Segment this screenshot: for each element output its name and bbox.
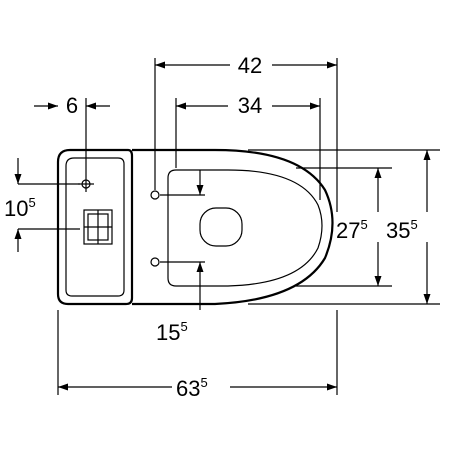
flush-button-icon [83, 209, 113, 245]
tank-hole-marker [78, 176, 94, 192]
dim-label-15-5: 155 [156, 319, 188, 345]
toilet-outline [56, 148, 334, 306]
seat-outline [167, 169, 323, 287]
tank-outline [56, 148, 134, 306]
dim-label-10-5: 105 [4, 195, 36, 221]
dim-label-42: 42 [238, 53, 262, 78]
dim-label-63-5: 635 [176, 375, 208, 401]
mounting-hole-top [150, 190, 160, 200]
bowl-opening [199, 207, 243, 247]
dimension-labels: 42 34 6 105 275 355 155 635 [4, 52, 446, 401]
dim-label-27-5: 275 [336, 217, 368, 243]
dim-label-6: 6 [66, 93, 78, 118]
mounting-hole-bottom [150, 257, 160, 267]
tank-inner [65, 157, 125, 297]
dim-label-34: 34 [238, 93, 262, 118]
dim-label-35-5: 355 [386, 217, 418, 243]
bowl-outline [132, 148, 334, 306]
